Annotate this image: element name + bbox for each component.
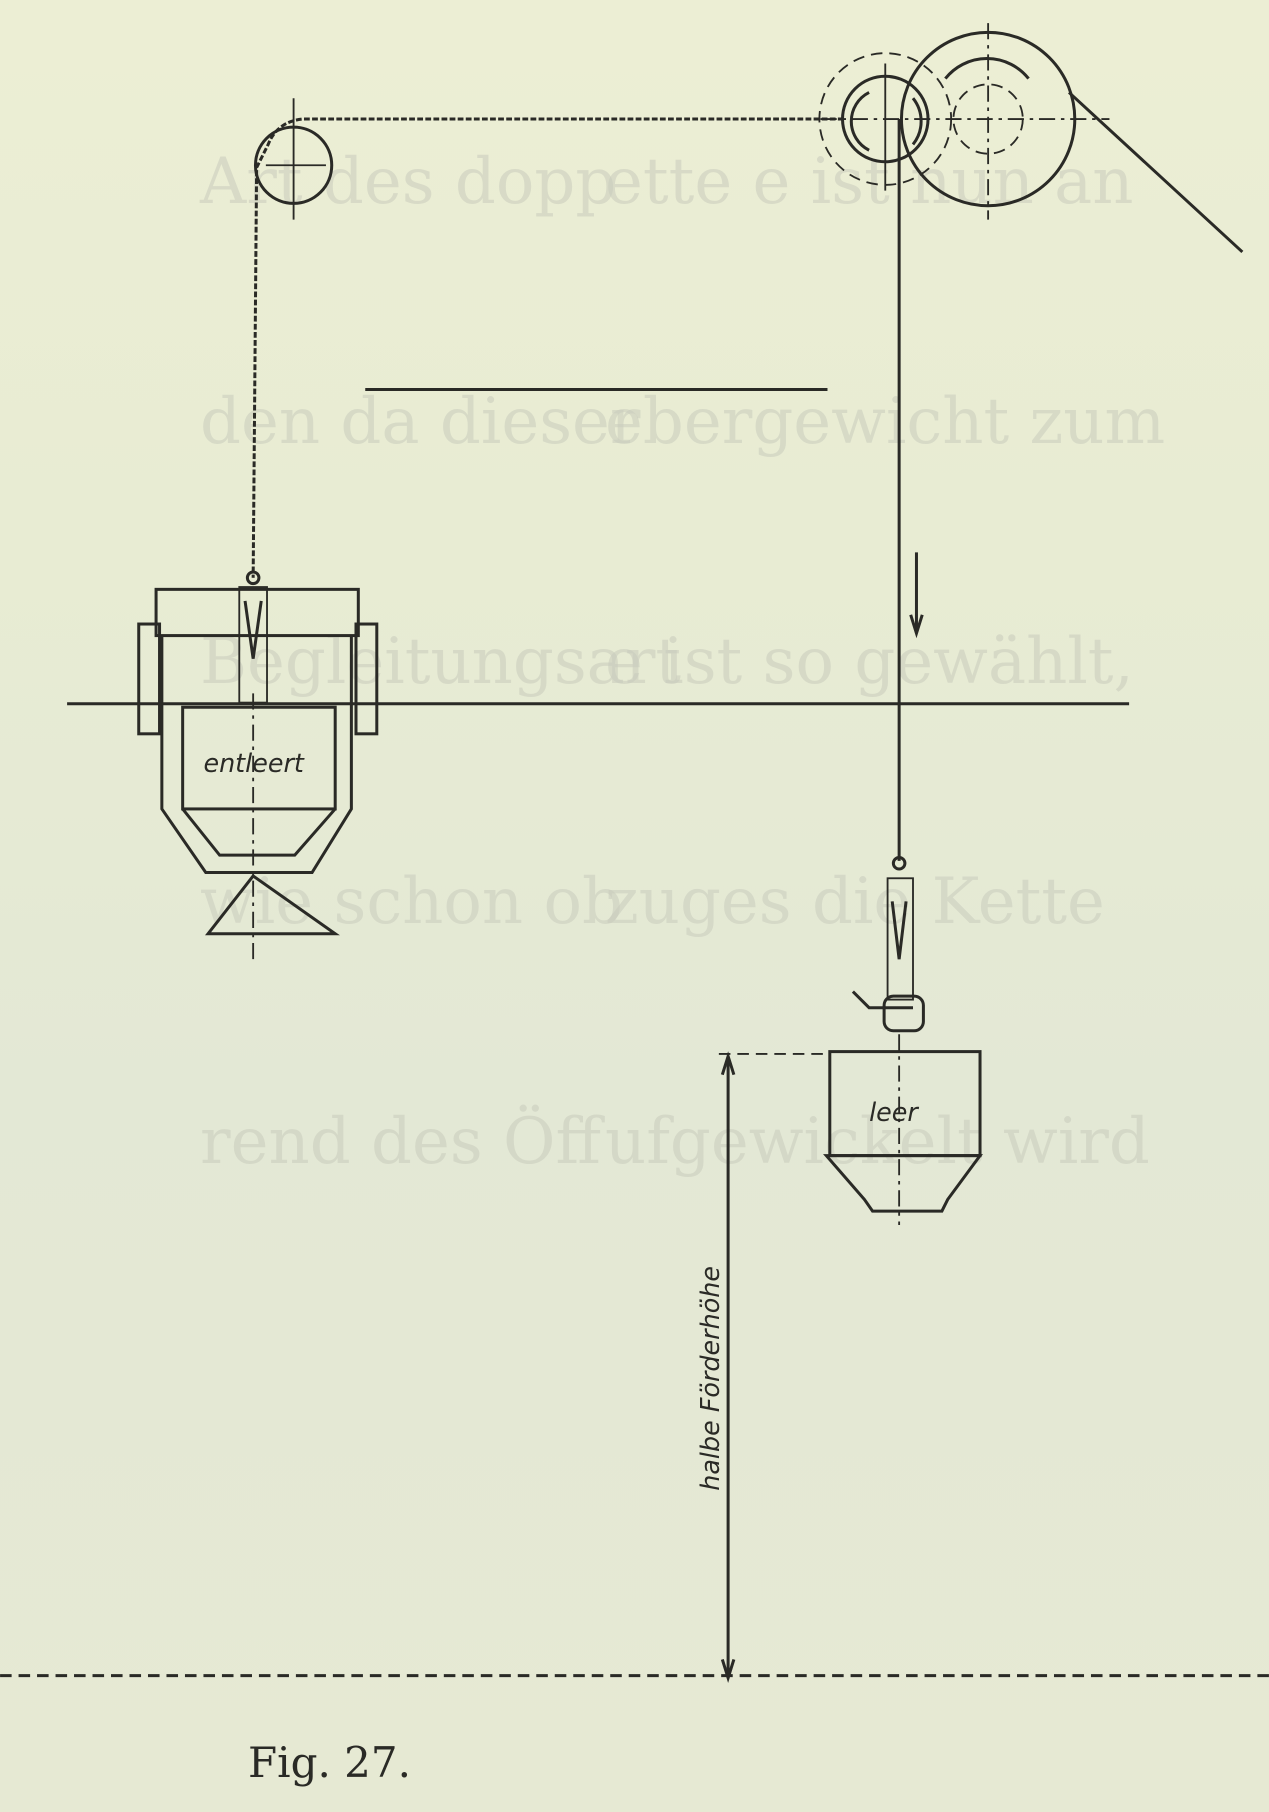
dimension-label: halbe Förderhöhe [695,1266,725,1491]
drive-belt [1067,91,1244,254]
left-pulley [253,98,334,220]
drive-wheel [820,23,1110,220]
bleed-line: ebergewicht zum [605,385,1166,459]
chain [251,117,844,578]
left-bucket-label: entleert [203,748,304,778]
bleed-line: zuges die Kette [605,865,1105,939]
right-bucket: leer [823,855,984,1225]
bleed-line: ette e ist nun an [605,145,1134,219]
bleed-line: e ist so gewählt, [605,625,1134,699]
right-bucket-label: leer [869,1097,919,1127]
bleed-through-text-right: ette e ist nun an ebergewicht zum e ist … [605,0,1269,1342]
down-arrow-icon [909,552,924,639]
winding-drum [818,52,953,191]
figure-caption: Fig. 27. [248,1738,411,1787]
left-bucket: entleert [137,570,379,965]
dimension-half-height: halbe Förderhöhe [695,1051,830,1683]
bleed-line: ufgewickelt wird [605,1105,1150,1179]
